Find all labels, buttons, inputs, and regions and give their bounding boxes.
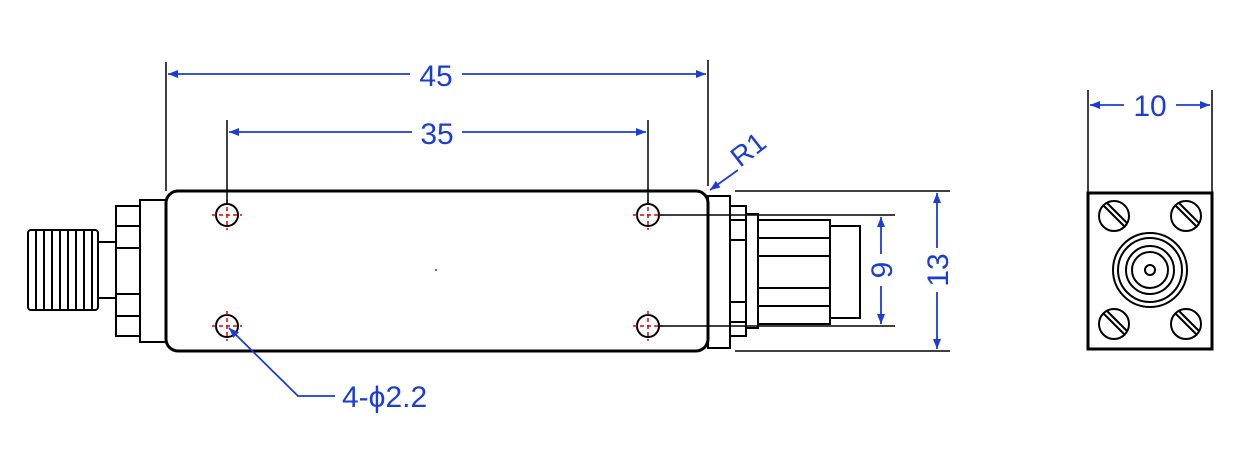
- dimension-label-overall-height: 13: [922, 253, 955, 286]
- sma-male-connector-icon: [707, 195, 861, 349]
- dimension-13: 13: [922, 193, 955, 349]
- dimension-10: 10: [1090, 90, 1210, 123]
- end-view-body: [1086, 191, 1214, 351]
- dimension-label-hole-spacing-length: 35: [420, 118, 453, 151]
- dimension-9: 9: [866, 217, 899, 324]
- dimension-label-hole-spacing-height: 9: [866, 262, 899, 279]
- sma-female-connector-icon: [27, 199, 167, 343]
- dimension-label-corner-radius: R1: [725, 126, 772, 172]
- hole-callout: 4-ϕ2.2: [228, 327, 427, 414]
- dimension-45: 45: [168, 60, 706, 93]
- filter-body: [164, 189, 710, 353]
- dimension-label-overall-length: 45: [419, 60, 452, 93]
- mounting-hole-icon: [212, 200, 663, 341]
- dimension-label-hole-callout: 4-ϕ2.2: [342, 381, 427, 414]
- end-view: 10: [1086, 90, 1214, 351]
- dimension-35: 35: [229, 118, 646, 151]
- flange-screw-icon: [1098, 200, 1202, 340]
- front-view: 45 35 R1 9 13 4-ϕ2.2: [27, 60, 955, 414]
- dimension-label-width: 10: [1133, 90, 1166, 123]
- coax-port-icon: [1112, 232, 1188, 308]
- radius-callout: R1: [709, 126, 772, 191]
